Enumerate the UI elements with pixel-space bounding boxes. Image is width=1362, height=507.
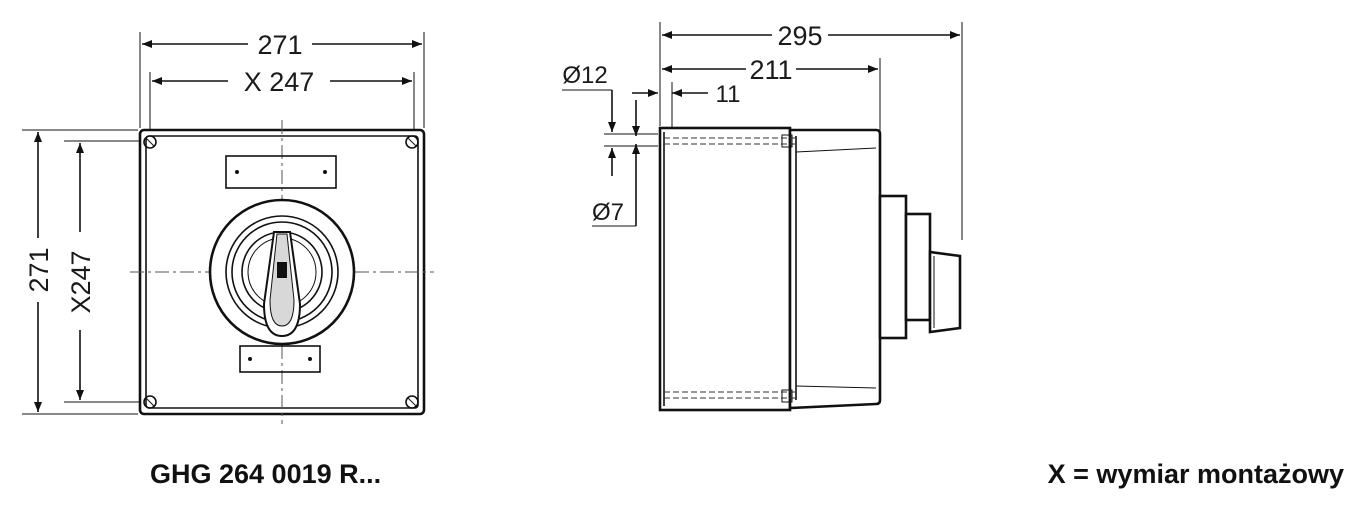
screw-icon xyxy=(405,395,419,409)
enclosure-base-side xyxy=(658,126,792,412)
dimension-overall-width: 271 xyxy=(142,30,422,60)
front-view: 271 X 247 271 X247 xyxy=(22,30,434,424)
label-overall-height: 271 xyxy=(24,247,54,292)
rotary-switch-icon xyxy=(208,198,356,346)
screw-icon xyxy=(143,135,157,149)
dimension-body-depth: 211 xyxy=(662,55,878,85)
label-overall-depth: 295 xyxy=(777,21,822,51)
label-overall-width: 271 xyxy=(257,30,302,60)
side-view: 295 211 11 Ø12 Ø7 xyxy=(562,21,963,412)
dimension-hole-large: Ø12 xyxy=(562,62,658,176)
part-number-caption: GHG 264 0019 R... xyxy=(150,459,381,489)
screw-icon xyxy=(143,395,157,409)
dimension-mounting-height: X247 xyxy=(66,143,96,400)
label-plate-bottom xyxy=(239,345,321,373)
label-mounting-width: X 247 xyxy=(244,67,315,97)
switch-knob-side-icon xyxy=(878,194,962,340)
label-body-depth: 211 xyxy=(749,55,792,85)
enclosure-lid-side xyxy=(788,128,882,410)
label-hole-small: Ø7 xyxy=(592,199,624,226)
corner-screws xyxy=(143,135,419,409)
label-mounting-height: X247 xyxy=(66,250,96,313)
label-flange: 11 xyxy=(716,81,741,108)
dimension-hole-small: Ø7 xyxy=(592,100,640,227)
dimension-mounting-width: X 247 xyxy=(152,67,412,97)
dimension-flange: 11 xyxy=(632,81,740,108)
label-hole-large: Ø12 xyxy=(562,62,607,89)
dimension-overall-depth: 295 xyxy=(662,21,960,51)
screw-icon xyxy=(405,135,419,149)
legend-caption: X = wymiar montażowy xyxy=(1048,459,1344,489)
label-plate-top xyxy=(225,155,337,189)
dimension-overall-height: 271 xyxy=(24,132,54,412)
